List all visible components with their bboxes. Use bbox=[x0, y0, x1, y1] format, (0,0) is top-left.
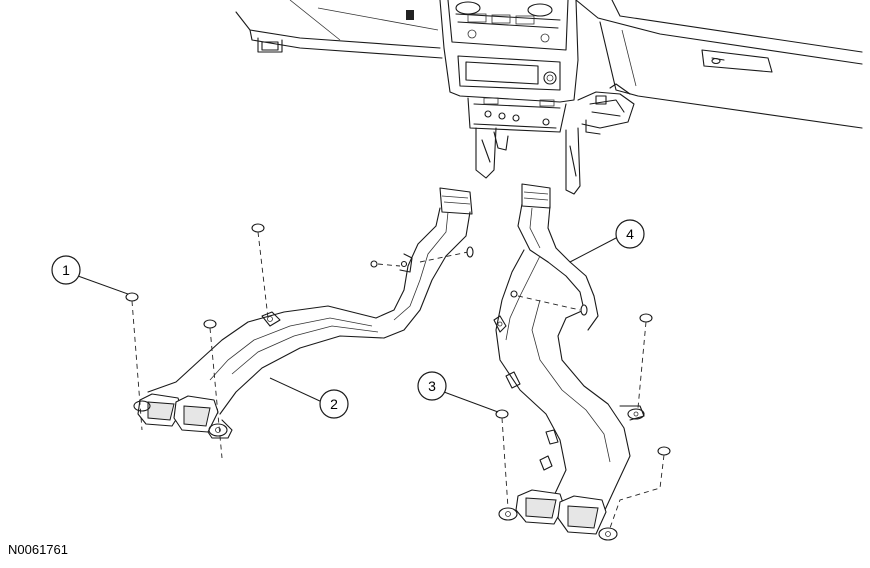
left-floor-duct bbox=[133, 187, 473, 439]
svg-text:1: 1 bbox=[62, 262, 70, 278]
callout-2: 2 bbox=[269, 377, 349, 419]
svg-text:3: 3 bbox=[428, 378, 436, 394]
callout-3: 3 bbox=[417, 371, 499, 413]
push-pin-fasteners bbox=[125, 223, 671, 529]
svg-text:4: 4 bbox=[626, 226, 634, 242]
figure-id-label: N0061761 bbox=[8, 542, 68, 557]
callout-4: 4 bbox=[569, 219, 645, 263]
callout-1: 1 bbox=[51, 255, 129, 295]
right-floor-duct bbox=[493, 183, 645, 541]
svg-text:2: 2 bbox=[330, 396, 338, 412]
instrument-panel bbox=[235, 0, 863, 195]
